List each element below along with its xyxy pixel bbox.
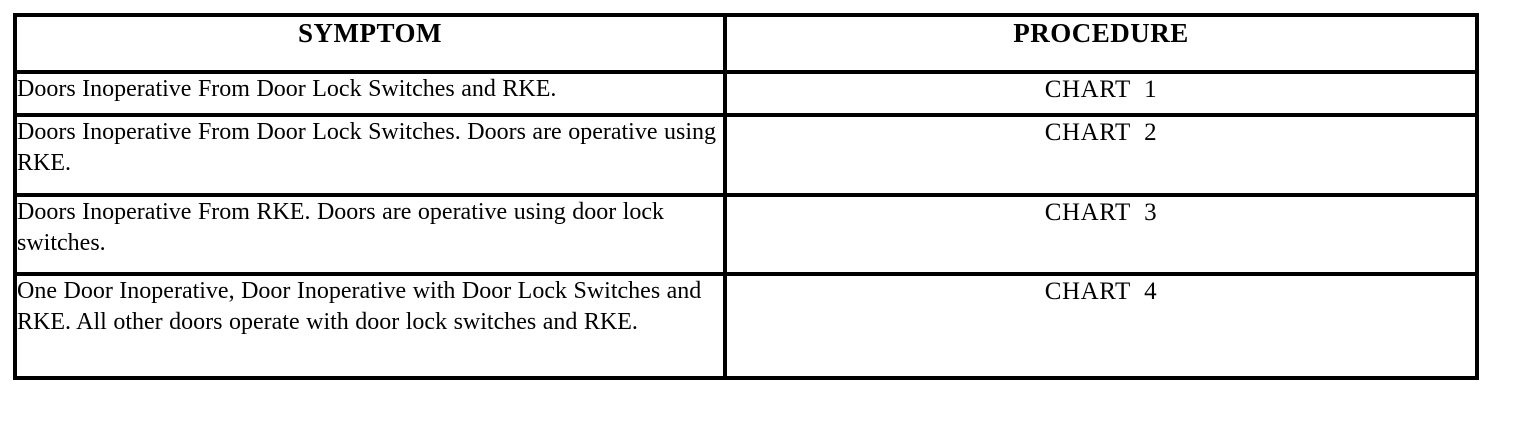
procedure-cell: CHART 4 [723,272,1479,380]
procedure-text: CHART 1 [1044,76,1158,103]
column-header-procedure: PROCEDURE [723,13,1479,74]
column-header-procedure-label: PROCEDURE [1013,18,1189,48]
table-body: Doors Inoperative From Door Lock Switche… [13,70,1479,380]
procedure-text: CHART 2 [1044,119,1158,146]
table-row: One Door Inoperative, Door Inoperative w… [13,272,1479,380]
table-row: Doors Inoperative From Door Lock Switche… [13,70,1479,117]
procedure-cell: CHART 2 [723,113,1479,197]
symptom-text: Doors Inoperative From Door Lock Switche… [17,119,716,176]
symptom-text: One Door Inoperative, Door Inoperative w… [17,278,702,335]
table-row: Doors Inoperative From RKE. Doors are op… [13,193,1479,276]
symptom-text: Doors Inoperative From Door Lock Switche… [17,76,557,102]
table-header: SYMPTOM PROCEDURE [13,13,1479,74]
symptom-cell: Doors Inoperative From RKE. Doors are op… [13,193,727,276]
symptom-cell: One Door Inoperative, Door Inoperative w… [13,272,727,380]
symptom-cell: Doors Inoperative From Door Lock Switche… [13,70,727,117]
table-header-row: SYMPTOM PROCEDURE [13,13,1479,74]
procedure-cell: CHART 1 [723,70,1479,117]
symptom-text: Doors Inoperative From RKE. Doors are op… [17,199,665,256]
procedure-text: CHART 3 [1044,199,1158,226]
symptom-procedure-table: SYMPTOM PROCEDURE Doors Inoperative From… [13,13,1479,380]
column-header-symptom: SYMPTOM [13,13,727,74]
table-row: Doors Inoperative From Door Lock Switche… [13,113,1479,197]
symptom-cell: Doors Inoperative From Door Lock Switche… [13,113,727,197]
column-header-symptom-label: SYMPTOM [298,18,442,48]
procedure-text: CHART 4 [1044,278,1158,305]
procedure-cell: CHART 3 [723,193,1479,276]
